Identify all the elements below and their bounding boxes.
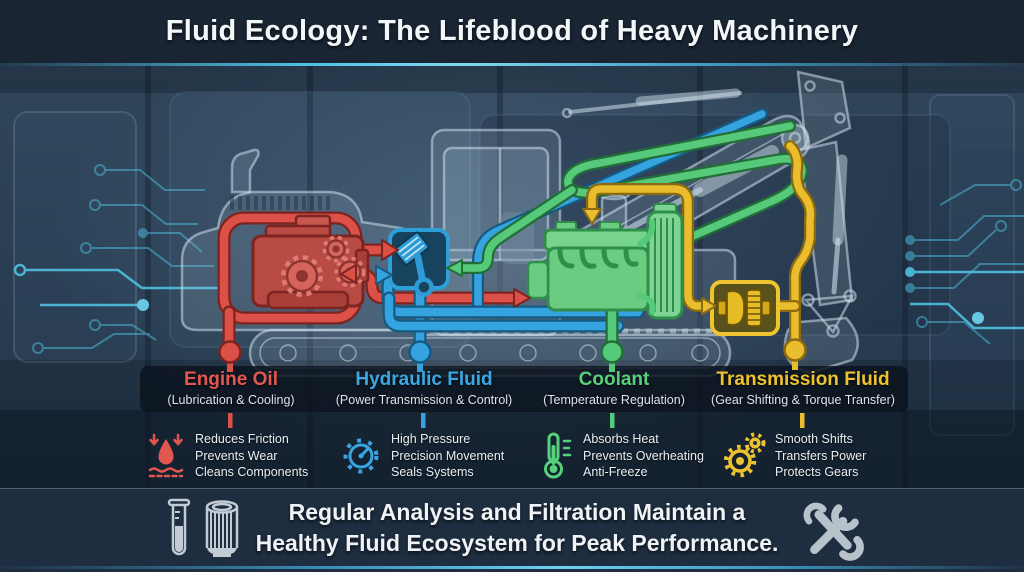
footer-line-1: Regular Analysis and Filtration Maintain…: [288, 499, 746, 525]
footer-message: Regular Analysis and Filtration Maintain…: [252, 497, 782, 559]
system-subtitle: (Gear Shifting & Torque Transfer): [711, 393, 895, 407]
hydraulic-piston-box: [388, 228, 450, 297]
torque-converter-icon: [717, 289, 771, 327]
maintenance-icon-wrap: [797, 495, 867, 570]
system-subtitle: (Power Transmission & Control): [335, 393, 513, 407]
oil-drop-icon: [148, 433, 184, 478]
features-transmission: Smooth Shifts Transfers Power Protects G…: [722, 431, 866, 481]
system-subtitle: (Lubrication & Cooling): [167, 393, 295, 407]
analysis-icons: [164, 498, 243, 562]
flow-arrows: [340, 208, 717, 315]
system-name: Coolant: [578, 369, 650, 390]
features-coolant: Absorbs Heat Prevents Overheating Anti-F…: [538, 431, 704, 481]
coolant-engine-radiator: [526, 203, 684, 320]
system-name: Transmission Fluid: [716, 369, 890, 390]
system-subtitle: (Temperature Regulation): [543, 393, 685, 407]
pipe-terminals: [218, 338, 807, 428]
piston-icon: [393, 231, 434, 297]
system-name: Hydraulic Fluid: [355, 369, 493, 390]
system-name: Engine Oil: [184, 369, 278, 390]
features-hydraulic: High Pressure Precision Movement Seals S…: [340, 431, 504, 481]
feature-list: Absorbs Heat Prevents Overheating Anti-F…: [583, 432, 704, 479]
exhaust-stack: [230, 148, 260, 194]
filter-icon: [205, 500, 239, 557]
crossed-wrenches-icon: [803, 502, 864, 561]
footer-line-2: Healthy Fluid Ecosystem for Peak Perform…: [255, 530, 779, 556]
feature-list: Smooth Shifts Transfers Power Protects G…: [775, 432, 867, 479]
transmission-circuit: [586, 140, 817, 350]
page-title: Fluid Ecology: The Lifeblood of Heavy Ma…: [165, 15, 859, 47]
gears-icon: [723, 432, 766, 478]
circuit-traces-left: [13, 164, 224, 354]
transmission-torque-converter-box: [710, 280, 780, 336]
label-band: [140, 366, 908, 412]
footer-banner: Regular Analysis and Filtration Maintain…: [0, 488, 1024, 572]
label-coolant: Coolant (Temperature Regulation): [499, 369, 729, 407]
thermometer-icon: [544, 432, 572, 479]
label-hydraulic-fluid: Hydraulic Fluid (Power Transmission & Co…: [309, 369, 539, 407]
feature-list: Reduces Friction Prevents Wear Cleans Co…: [195, 432, 309, 479]
exhaust-manifold: [557, 247, 639, 269]
feature-list: High Pressure Precision Movement Seals S…: [391, 432, 505, 479]
pressure-gauge-icon: [343, 438, 379, 474]
test-tube-icon: [167, 498, 191, 556]
features-engine-oil: Reduces Friction Prevents Wear Cleans Co…: [146, 431, 308, 481]
circuit-traces-right: [905, 179, 1024, 345]
label-transmission-fluid: Transmission Fluid (Gear Shifting & Torq…: [688, 369, 918, 407]
header: Fluid Ecology: The Lifeblood of Heavy Ma…: [0, 0, 1024, 66]
engine-block: [251, 214, 370, 310]
label-engine-oil: Engine Oil (Lubrication & Cooling): [116, 369, 346, 407]
